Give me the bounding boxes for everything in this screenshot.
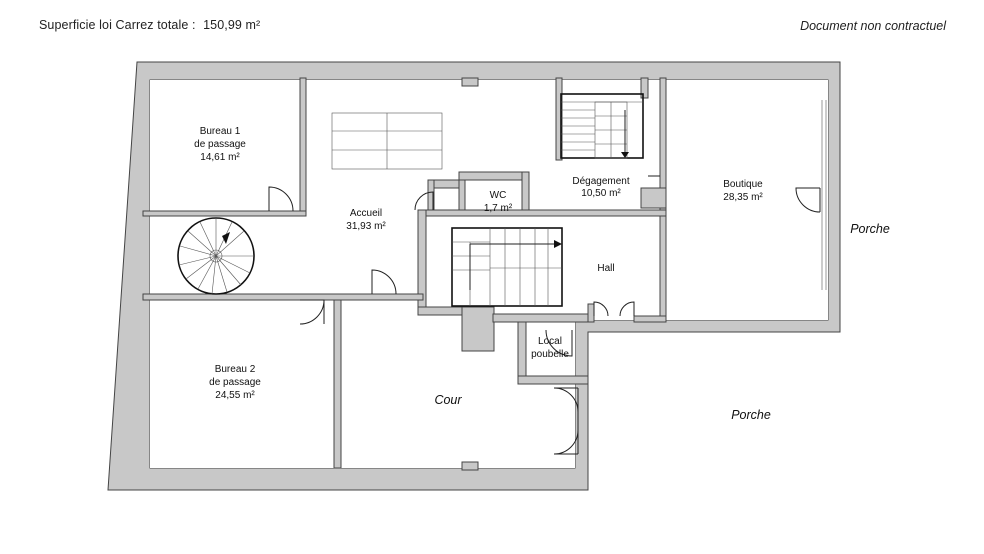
svg-text:Bureau 1: Bureau 1 [200, 126, 241, 137]
svg-text:Hall: Hall [597, 263, 614, 274]
total-area-value: 150,99 m² [203, 18, 261, 32]
room-accueil: Accueil 31,93 m² [346, 208, 386, 232]
svg-text:WC: WC [490, 190, 507, 201]
room-local-poubelle: Local poubelle [531, 336, 569, 360]
svg-text:de passage: de passage [194, 139, 246, 150]
porche-right-label: Porche [850, 222, 890, 236]
room-cour: Cour [434, 393, 462, 407]
svg-text:1,7 m²: 1,7 m² [484, 203, 513, 214]
room-wc: WC 1,7 m² [484, 190, 513, 214]
svg-text:Dégagement: Dégagement [572, 176, 629, 187]
skylight-grid [331, 112, 443, 170]
svg-text:Bureau 2: Bureau 2 [215, 364, 256, 375]
svg-text:14,61 m²: 14,61 m² [200, 152, 240, 163]
svg-text:Cour: Cour [434, 393, 462, 407]
svg-text:de passage: de passage [209, 377, 261, 388]
svg-text:28,35 m²: 28,35 m² [723, 192, 763, 203]
spiral-staircase [177, 217, 255, 295]
disclaimer: Document non contractuel [800, 19, 946, 33]
svg-text:Accueil: Accueil [350, 208, 382, 219]
svg-text:24,55 m²: 24,55 m² [215, 390, 255, 401]
room-bureau1: Bureau 1 de passage 14,61 m² [194, 126, 246, 163]
interior-walls [142, 77, 667, 469]
porche-bottom-label: Porche [731, 408, 771, 422]
svg-text:poubelle: poubelle [531, 349, 569, 360]
room-hall: Hall [597, 263, 614, 274]
room-boutique: Boutique 28,35 m² [723, 179, 763, 203]
svg-text:31,93 m²: 31,93 m² [346, 221, 386, 232]
total-area-header: Superficie loi Carrez totale : 150,99 m² [39, 18, 260, 32]
hall-staircase [451, 227, 563, 307]
room-bureau2: Bureau 2 de passage 24,55 m² [209, 364, 261, 401]
svg-text:10,50 m²: 10,50 m² [581, 188, 621, 199]
svg-text:Local: Local [538, 336, 562, 347]
door-swings [268, 100, 827, 471]
degagement-staircase [560, 93, 644, 159]
room-degagement: Dégagement 10,50 m² [572, 176, 629, 199]
svg-text:Boutique: Boutique [723, 179, 763, 190]
total-area-label: Superficie loi Carrez totale : [39, 18, 196, 32]
